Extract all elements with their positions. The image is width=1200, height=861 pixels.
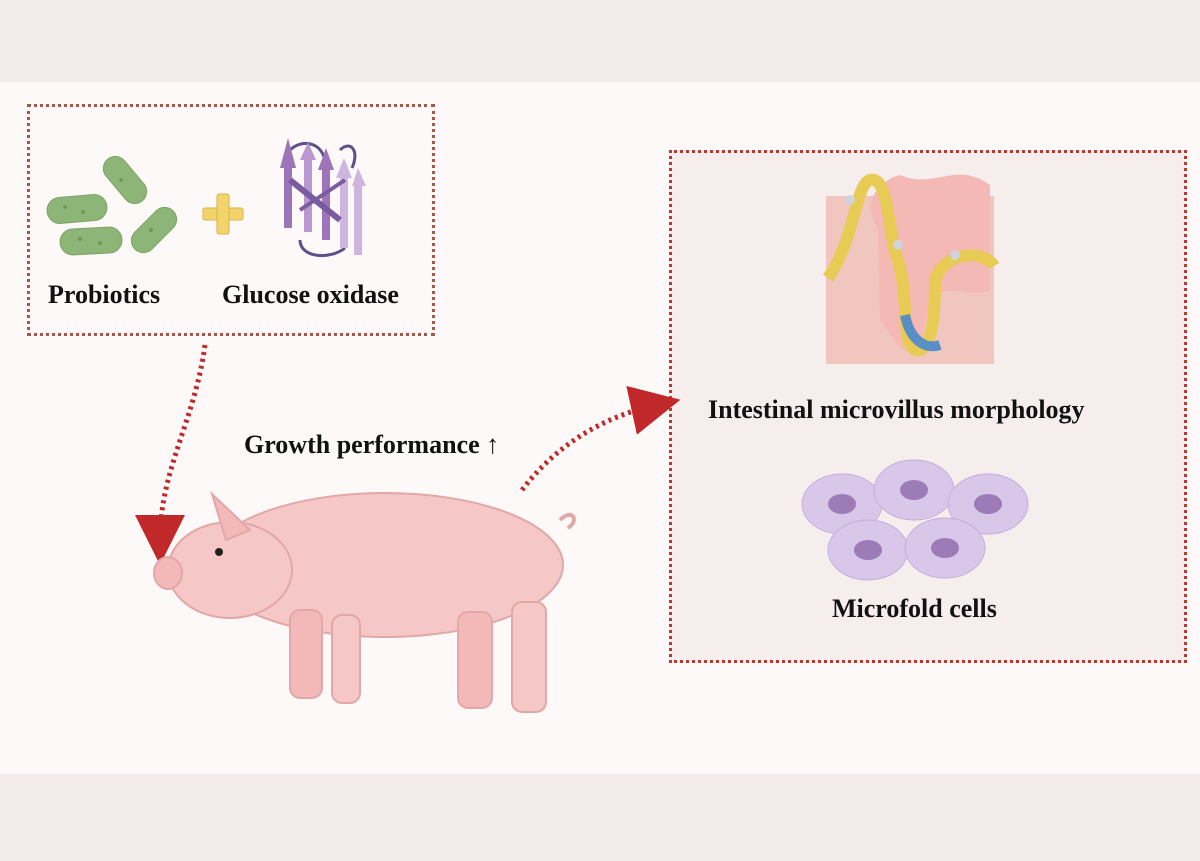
- microfold-cells-icon: [801, 459, 1029, 581]
- arrow-to-pig: [135, 344, 208, 565]
- intestinal-morphology-label: Intestinal microvillus morphology: [708, 395, 1085, 424]
- intestinal-villus-icon: [822, 173, 1000, 364]
- arrow-to-outcome: [520, 385, 681, 492]
- glucose-oxidase-icon: [280, 138, 366, 258]
- probiotics-icon: [46, 156, 178, 256]
- microfold-cells-label: Microfold cells: [832, 594, 997, 623]
- plus-icon: [202, 193, 244, 235]
- probiotics-label: Probiotics: [48, 280, 161, 309]
- pig-icon: [153, 490, 576, 713]
- glucose-oxidase-label: Glucose oxidase: [222, 280, 399, 309]
- growth-performance-label: Growth performance ↑: [244, 430, 500, 459]
- treatment-box: [27, 104, 435, 336]
